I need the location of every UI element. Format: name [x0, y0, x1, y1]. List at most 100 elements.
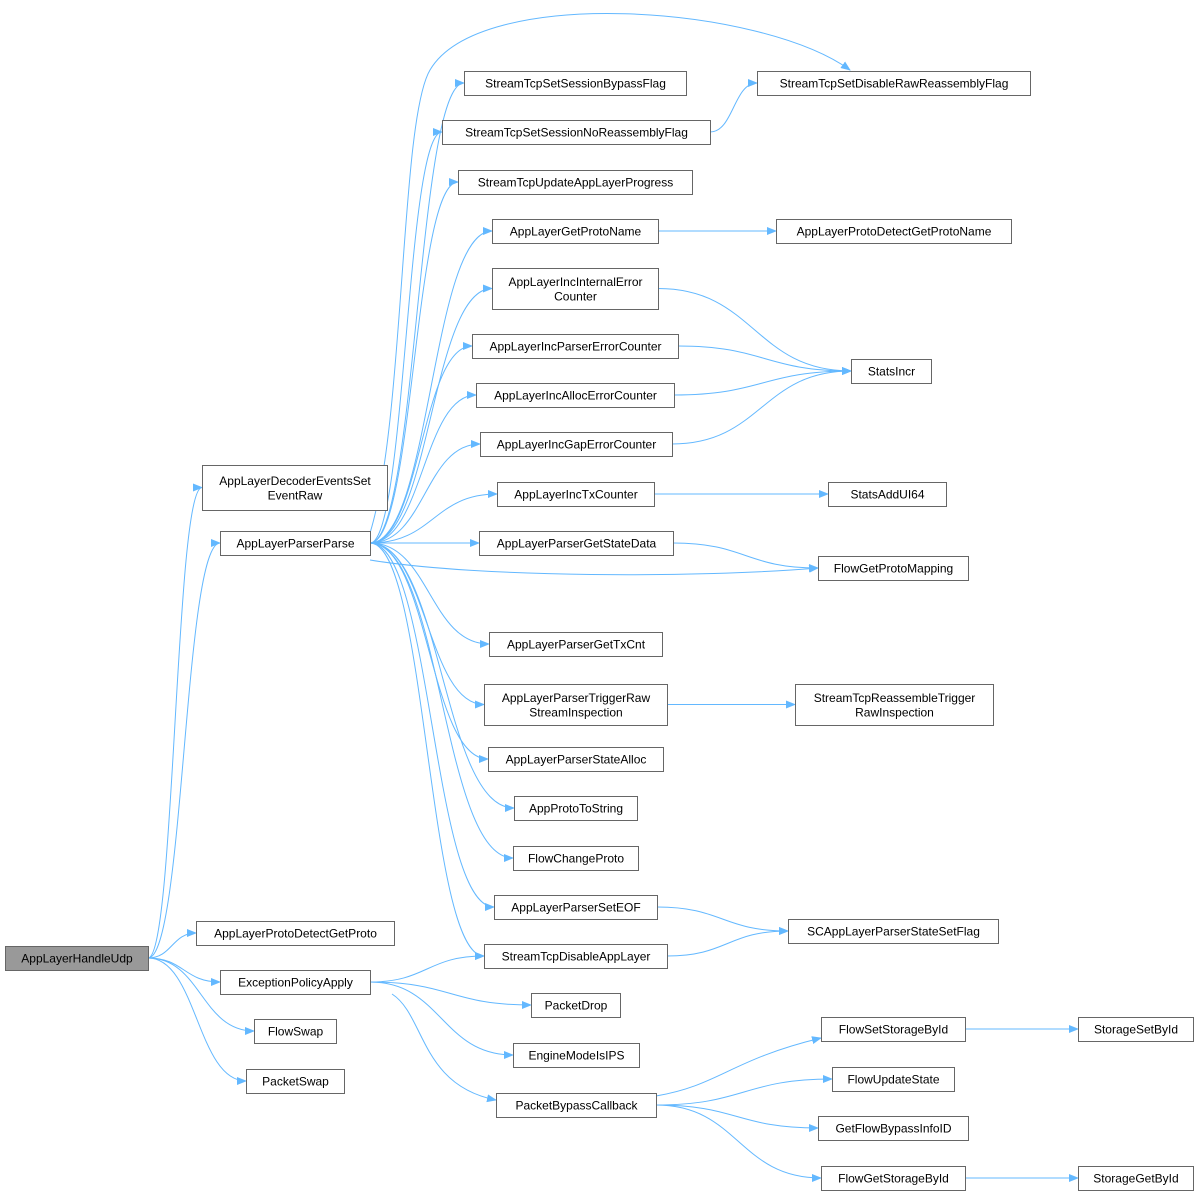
node-flow-swap[interactable]: FlowSwap [254, 1019, 337, 1044]
node-label: EngineModeIsIPS [528, 1049, 624, 1063]
edge-app-layer-parser-parse-to-app-layer-inc-tx-counter [369, 490, 498, 544]
node-label: StreamTcpDisableAppLayer [502, 950, 651, 964]
node-box [776, 219, 1012, 244]
node-app-layer-inc-alloc-error-counter[interactable]: AppLayerIncAllocErrorCounter [476, 383, 675, 408]
edge-packet-bypass-callback-to-flow-get-storage-by-id [655, 1104, 822, 1182]
node-packet-bypass-callback[interactable]: PacketBypassCallback [496, 1093, 657, 1118]
node-flow-set-storage-by-id[interactable]: FlowSetStorageById [821, 1017, 966, 1042]
node-app-proto-to-string[interactable]: AppProtoToString [514, 796, 638, 821]
node-box [828, 482, 947, 507]
edge-app-layer-parser-parse-to-app-layer-inc-internal-error-counter [369, 284, 493, 544]
edge-app-layer-parser-parse-to-app-layer-inc-gap-error-counter [369, 440, 481, 544]
node-label: AppLayerParserGetStateData [497, 537, 657, 551]
node-flow-change-proto[interactable]: FlowChangeProto [513, 846, 639, 871]
node-sc-app-layer-parser-state-set-flag[interactable]: SCAppLayerParserStateSetFlag [788, 919, 999, 944]
node-box [818, 556, 969, 581]
node-box [757, 71, 1031, 96]
edge-app-layer-handle-udp-to-app-layer-parser-parse [147, 539, 221, 959]
edge-stream-tcp-disable-app-layer-to-sc-app-layer-parser-state-set-flag [666, 927, 789, 957]
node-box [492, 219, 659, 244]
node-app-layer-parser-state-alloc[interactable]: AppLayerParserStateAlloc [488, 747, 664, 772]
edge-exception-policy-apply-to-engine-mode-is-ips [369, 981, 514, 1059]
node-label: FlowChangeProto [528, 852, 624, 866]
edge-app-layer-parser-parse-to-app-layer-parser-get-tx-cnt [369, 542, 490, 648]
node-packet-swap[interactable]: PacketSwap [246, 1069, 345, 1094]
node-label: AppProtoToString [529, 802, 623, 816]
node-box [818, 1116, 969, 1141]
node-label: AppLayerIncInternalError [508, 275, 642, 289]
node-label: FlowUpdateState [847, 1073, 939, 1087]
edge-app-layer-inc-alloc-error-counter-to-stats-incr [673, 367, 852, 396]
node-box [196, 921, 395, 946]
node-get-flow-bypass-info-id[interactable]: GetFlowBypassInfoID [818, 1116, 969, 1141]
node-box [458, 170, 693, 195]
node-flow-update-state[interactable]: FlowUpdateState [832, 1067, 955, 1092]
edge-app-layer-handle-udp-to-packet-swap [147, 957, 247, 1085]
node-box [832, 1067, 955, 1092]
edge-app-layer-handle-udp-to-app-layer-decoder-events-set-event-raw [147, 483, 203, 959]
node-packet-drop[interactable]: PacketDrop [531, 993, 621, 1018]
node-stream-tcp-update-app-layer-progress[interactable]: StreamTcpUpdateAppLayerProgress [458, 170, 693, 195]
node-app-layer-handle-udp[interactable]: AppLayerHandleUdp [5, 946, 149, 971]
node-box [514, 796, 638, 821]
node-label: StreamTcpSetDisableRawReassemblyFlag [780, 77, 1009, 91]
node-box [472, 334, 679, 359]
node-box [851, 359, 932, 384]
node-box [220, 531, 371, 556]
node-app-layer-inc-tx-counter[interactable]: AppLayerIncTxCounter [497, 482, 655, 507]
node-app-layer-parser-get-state-data[interactable]: AppLayerParserGetStateData [479, 531, 674, 556]
node-storage-set-by-id[interactable]: StorageSetById [1078, 1017, 1194, 1042]
edge-app-layer-handle-udp-to-app-layer-proto-detect-get-proto [147, 929, 197, 959]
node-box [513, 846, 639, 871]
node-app-layer-inc-gap-error-counter[interactable]: AppLayerIncGapErrorCounter [480, 432, 673, 457]
node-label: AppLayerParserTriggerRaw [502, 691, 651, 705]
node-app-layer-parser-get-tx-cnt[interactable]: AppLayerParserGetTxCnt [489, 632, 663, 657]
node-engine-mode-is-ips[interactable]: EngineModeIsIPS [513, 1043, 640, 1068]
node-label: FlowSetStorageById [839, 1023, 948, 1037]
edge-app-layer-parser-parse-to-flow-get-proto-mapping [369, 559, 819, 576]
node-box [497, 482, 655, 507]
node-label: StorageGetById [1093, 1172, 1178, 1186]
node-box [464, 71, 687, 96]
node-app-layer-parser-set-eof[interactable]: AppLayerParserSetEOF [494, 895, 658, 920]
node-app-layer-proto-detect-get-proto[interactable]: AppLayerProtoDetectGetProto [196, 921, 395, 946]
node-box [821, 1017, 966, 1042]
edge-app-layer-inc-internal-error-counter-to-stats-incr [657, 288, 852, 375]
node-flow-get-proto-mapping[interactable]: FlowGetProtoMapping [818, 556, 969, 581]
node-stats-incr[interactable]: StatsIncr [851, 359, 932, 384]
edge-app-layer-parser-parse-to-app-layer-parser-set-eof [369, 542, 495, 911]
node-app-layer-parser-parse[interactable]: AppLayerParserParse [220, 531, 371, 556]
node-app-layer-get-proto-name[interactable]: AppLayerGetProtoName [492, 219, 659, 244]
node-box [220, 970, 371, 995]
node-label: StatsAddUI64 [850, 488, 924, 502]
node-stream-tcp-set-session-bypass-flag[interactable]: StreamTcpSetSessionBypassFlag [464, 71, 687, 96]
edges [147, 13, 1079, 1182]
node-flow-get-storage-by-id[interactable]: FlowGetStorageById [821, 1166, 966, 1191]
node-label: AppLayerIncTxCounter [514, 488, 637, 502]
node-stream-tcp-disable-app-layer[interactable]: StreamTcpDisableAppLayer [484, 944, 668, 969]
node-storage-get-by-id[interactable]: StorageGetById [1078, 1166, 1194, 1191]
node-stream-tcp-set-disable-raw-reassembly-flag[interactable]: StreamTcpSetDisableRawReassemblyFlag [757, 71, 1031, 96]
edge-app-layer-parser-parse-to-stream-tcp-disable-app-layer [369, 542, 485, 960]
node-label: FlowGetProtoMapping [834, 562, 953, 576]
node-stream-tcp-set-session-no-reassembly-flag[interactable]: StreamTcpSetSessionNoReassemblyFlag [442, 120, 711, 145]
node-label: Counter [554, 289, 597, 303]
node-label: AppLayerParserStateAlloc [506, 753, 647, 767]
edge-app-layer-parser-parse-to-app-proto-to-string [369, 542, 515, 812]
node-label: GetFlowBypassInfoID [835, 1122, 951, 1136]
node-label: AppLayerProtoDetectGetProto [214, 927, 377, 941]
edge-exception-policy-apply-to-packet-drop [369, 981, 532, 1009]
node-stats-add-ui64[interactable]: StatsAddUI64 [828, 482, 947, 507]
node-app-layer-inc-parser-error-counter[interactable]: AppLayerIncParserErrorCounter [472, 334, 679, 359]
node-label: RawInspection [855, 705, 934, 719]
node-app-layer-proto-detect-get-proto-name[interactable]: AppLayerProtoDetectGetProtoName [776, 219, 1012, 244]
edge-app-layer-parser-parse-to-stream-tcp-set-session-no-reassembly-flag [369, 128, 443, 544]
node-box [788, 919, 999, 944]
node-label: FlowGetStorageById [838, 1172, 949, 1186]
node-exception-policy-apply[interactable]: ExceptionPolicyApply [220, 970, 371, 995]
